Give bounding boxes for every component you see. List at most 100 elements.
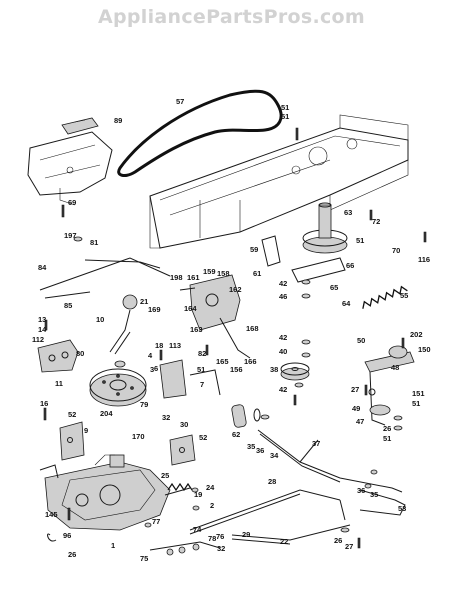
lift-rod <box>231 524 351 545</box>
control-bracket <box>179 274 251 359</box>
callout: 21 <box>140 297 148 306</box>
callout: 11 <box>55 379 63 388</box>
brake-lever <box>109 309 131 355</box>
callout: 55 <box>400 291 408 300</box>
callout: 51 <box>197 365 205 374</box>
callout: 161 <box>187 273 200 282</box>
callout: 198 <box>170 273 183 282</box>
transaxle-pulley <box>89 368 147 407</box>
callout: 165 <box>216 357 229 366</box>
callout: 168 <box>246 324 259 333</box>
callout: 18 <box>155 341 163 350</box>
transaxle <box>39 454 191 531</box>
callout: 2 <box>210 501 214 510</box>
callout: 169 <box>148 305 161 314</box>
callout: 37 <box>312 439 320 448</box>
callout: 59 <box>250 245 258 254</box>
callout: 51 <box>356 236 364 245</box>
callout: 96 <box>63 531 71 540</box>
callout: 61 <box>253 269 261 278</box>
callout: 164 <box>184 304 197 313</box>
callout: 34 <box>270 451 279 460</box>
callout: 6 <box>154 364 158 373</box>
callout: 19 <box>194 490 202 499</box>
callout: 163 <box>190 325 203 334</box>
shift-rod <box>39 257 171 310</box>
callout: 80 <box>76 349 84 358</box>
callout: 116 <box>418 255 430 264</box>
callout: 77 <box>152 517 160 526</box>
idler-pulley <box>280 362 310 381</box>
callout: 64 <box>342 299 351 308</box>
fasteners <box>43 127 427 549</box>
spring-55 <box>362 285 408 309</box>
bracket-30 <box>169 434 196 466</box>
callout: 66 <box>346 261 354 270</box>
callout: 150 <box>418 345 431 354</box>
callout: 29 <box>242 530 250 539</box>
callout: 75 <box>140 554 148 563</box>
callout: 16 <box>40 399 48 408</box>
callout: 7 <box>200 380 204 389</box>
callout: 36 <box>357 486 365 495</box>
watermark: AppliancePartsPros.com <box>97 6 365 28</box>
callout: 26 <box>68 550 76 559</box>
callout: 51 <box>281 103 289 112</box>
callout: 52 <box>199 433 207 442</box>
callout: 65 <box>330 283 338 292</box>
callout: 52 <box>68 410 76 419</box>
callout: 78 <box>208 534 216 543</box>
callout: 1 <box>111 541 115 550</box>
callout: 3 <box>150 365 154 374</box>
callout: 26 <box>334 536 342 545</box>
callout: 72 <box>372 217 380 226</box>
callout: 145 <box>45 510 58 519</box>
callout: 4 <box>148 351 153 360</box>
callout: 76 <box>216 532 224 541</box>
callout: 62 <box>232 430 240 439</box>
idler-bracket <box>261 235 346 283</box>
bracket-53 <box>359 489 406 516</box>
seat-pan <box>27 131 113 206</box>
callout: 69 <box>68 198 76 207</box>
brake-rod <box>257 429 403 493</box>
callout: 13 <box>38 315 46 324</box>
callout: 74 <box>193 525 202 534</box>
callout: 30 <box>180 420 188 429</box>
callout: 46 <box>279 292 287 301</box>
axle-tube <box>231 404 261 428</box>
callout: 70 <box>392 246 400 255</box>
callout: 38 <box>270 365 278 374</box>
callout: 40 <box>279 347 287 356</box>
callout: 14 <box>38 325 47 334</box>
callout: 85 <box>64 301 72 310</box>
callout: 49 <box>352 404 360 413</box>
callout: 27 <box>345 542 353 551</box>
callout: 26 <box>383 424 391 433</box>
callout: 28 <box>268 477 276 486</box>
callout: 51 <box>412 399 420 408</box>
callout: 82 <box>198 349 206 358</box>
callout: 112 <box>32 335 44 344</box>
callout: 42 <box>279 333 287 342</box>
callout: 197 <box>64 231 77 240</box>
callout: 81 <box>90 238 98 247</box>
callout: 24 <box>206 483 215 492</box>
callout: 50 <box>357 336 365 345</box>
callout: 79 <box>140 400 148 409</box>
bracket-89 <box>61 117 99 135</box>
spring-25 <box>167 482 193 492</box>
axle-rod <box>149 541 221 556</box>
callout: 51 <box>281 112 289 121</box>
callout: 9 <box>84 426 88 435</box>
callout: 22 <box>280 537 288 546</box>
callout: 10 <box>96 315 104 324</box>
callout: 51 <box>383 434 391 443</box>
callout: 202 <box>410 330 423 339</box>
callout: 89 <box>114 116 122 125</box>
callout: 151 <box>412 389 425 398</box>
callout: 158 <box>217 269 230 278</box>
callout: 48 <box>391 363 399 372</box>
bracket-52 <box>59 421 85 461</box>
